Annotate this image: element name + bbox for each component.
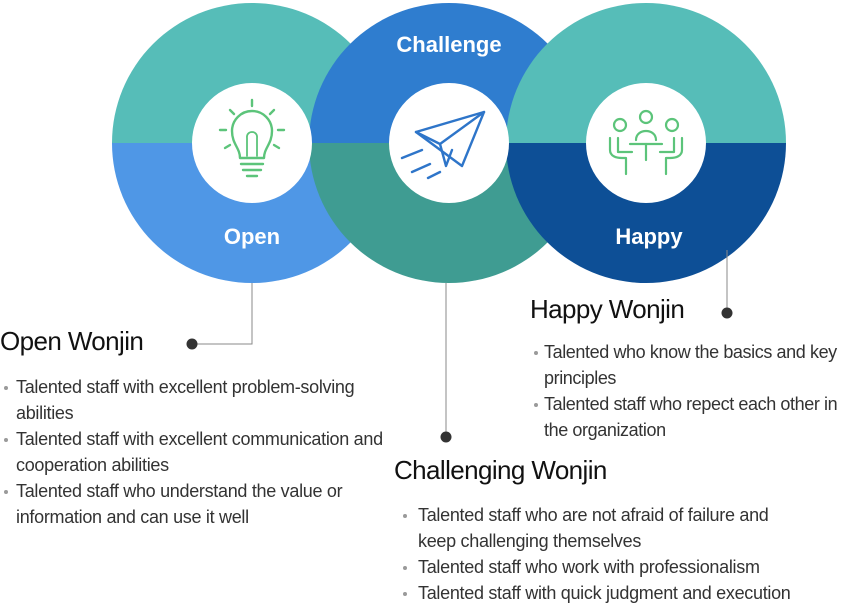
people-meeting-icon <box>608 109 684 176</box>
challenge-icon-disc <box>389 83 509 203</box>
challenging-connector-dot <box>440 431 452 443</box>
lightbulb-icon <box>218 98 286 178</box>
list-item: Talented staff with excellent problem-so… <box>0 374 400 426</box>
paper-plane-icon <box>400 110 486 180</box>
happy-wonjin-list: Talented who know the basics and key pri… <box>530 339 860 443</box>
list-item: Talented staff who work with professiona… <box>394 554 860 580</box>
challenge-circle-label: Challenge <box>396 32 501 57</box>
challenging-wonjin-title: Challenging Wonjin <box>394 455 607 485</box>
happy-connector-dot <box>721 307 733 319</box>
open-icon-disc <box>192 83 312 203</box>
happy-wonjin-section: Happy Wonjin Talented who know the basic… <box>530 294 860 443</box>
happy-circle-label: Happy <box>615 224 683 249</box>
list-item: Talented who know the basics and key pri… <box>530 339 860 391</box>
open-wonjin-list: Talented staff with excellent problem-so… <box>0 374 400 530</box>
list-item: Talented staff with excellent communicat… <box>0 426 400 478</box>
open-connector-line <box>194 283 253 345</box>
open-connector-dot <box>186 338 198 350</box>
open-wonjin-section: Open Wonjin Talented staff with excellen… <box>0 326 400 530</box>
list-item: Talented staff who repect each other in … <box>530 391 860 443</box>
list-item: Talented staff with quick judgment and e… <box>394 580 860 606</box>
list-item: Talented staff who understand the value … <box>0 478 400 530</box>
list-item: Talented staff who are not afraid of fai… <box>394 502 798 554</box>
happy-wonjin-title: Happy Wonjin <box>530 294 685 324</box>
challenging-wonjin-section: Challenging Wonjin Talented staff who ar… <box>394 455 860 606</box>
open-wonjin-title: Open Wonjin <box>0 326 144 356</box>
challenging-wonjin-list: Talented staff who are not afraid of fai… <box>394 502 860 606</box>
happy-circle <box>506 3 786 283</box>
open-circle-label: Open <box>224 224 280 249</box>
